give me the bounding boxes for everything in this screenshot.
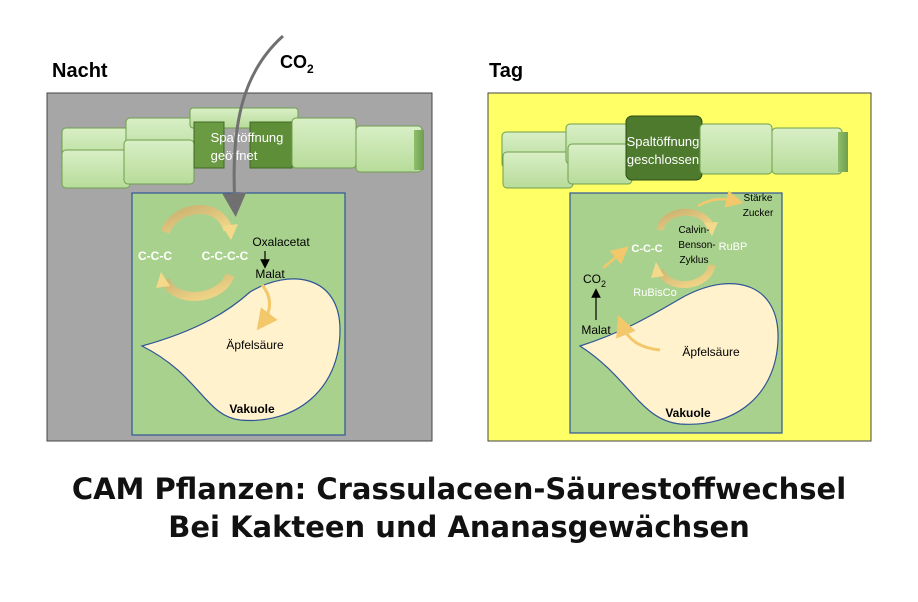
- day-panel: Spaltöffnung geschlossen Stärke Zucker C…: [487, 92, 872, 442]
- night-apfelsaure-label: Äpfelsäure: [226, 338, 284, 352]
- day-co2-label: CO2: [583, 272, 606, 289]
- night-co2-arrow: [222, 34, 285, 217]
- cam-diagram: Spaltöffnung geöffnet CO2 C-C-C C-C-C-C …: [46, 34, 872, 442]
- day-c3-label: C-C-C: [631, 243, 662, 255]
- day-zucker-label: Zucker: [743, 208, 774, 219]
- day-starke-label: Stärke: [744, 193, 773, 204]
- night-stoma-label-1: Spaltöffnung: [211, 130, 284, 145]
- day-epidermis: [501, 115, 848, 189]
- day-calvin-label-3: Zyklus: [680, 255, 709, 266]
- day-apfelsaure-label: Äpfelsäure: [682, 345, 740, 359]
- night-vakuole-label: Vakuole: [229, 402, 275, 416]
- night-co2-label: CO2: [280, 52, 314, 76]
- day-co2-to-c3-arrow: [602, 246, 629, 269]
- night-vacuole: [140, 278, 341, 422]
- title-line-2: Bei Kakteen und Ananasgewächsen: [168, 510, 750, 544]
- day-calvin-label-2: Benson-: [678, 240, 715, 251]
- day-calvin-label-1: Calvin-: [678, 225, 709, 236]
- title-line-1: CAM Pflanzen: Crassulaceen-Säurestoffwec…: [71, 472, 847, 506]
- day-malat-label: Malat: [581, 323, 611, 337]
- day-rubisco-label: RuBisCo: [633, 287, 676, 299]
- night-malat-arrow: [256, 284, 278, 331]
- day-heading: Tag: [489, 60, 524, 82]
- night-c4-label: C-C-C-C: [202, 249, 249, 263]
- day-rubp-label: RuBP: [719, 241, 748, 253]
- night-epidermis: [61, 107, 424, 189]
- night-cycle-arrow-bottom: [160, 273, 235, 301]
- day-apfelsaure-arrow: [616, 315, 661, 352]
- night-oxalacetat-label: Oxalacetat: [252, 235, 310, 249]
- night-heading: Nacht: [52, 60, 108, 82]
- day-stoma-label-2: geschlossen: [627, 152, 699, 167]
- day-calvin-arrow-top: [656, 208, 714, 231]
- day-vakuole-label: Vakuole: [665, 406, 711, 420]
- night-cycle-arrow-top: [160, 205, 233, 235]
- day-sugar-arrow: [697, 190, 744, 208]
- night-c3-label: C-C-C: [138, 249, 172, 263]
- day-vacuole: [578, 283, 779, 425]
- night-malat-label: Malat: [255, 267, 285, 281]
- day-stoma-label-1: Spaltöffnung: [627, 134, 700, 149]
- night-panel: Spaltöffnung geöffnet CO2 C-C-C C-C-C-C …: [46, 34, 433, 442]
